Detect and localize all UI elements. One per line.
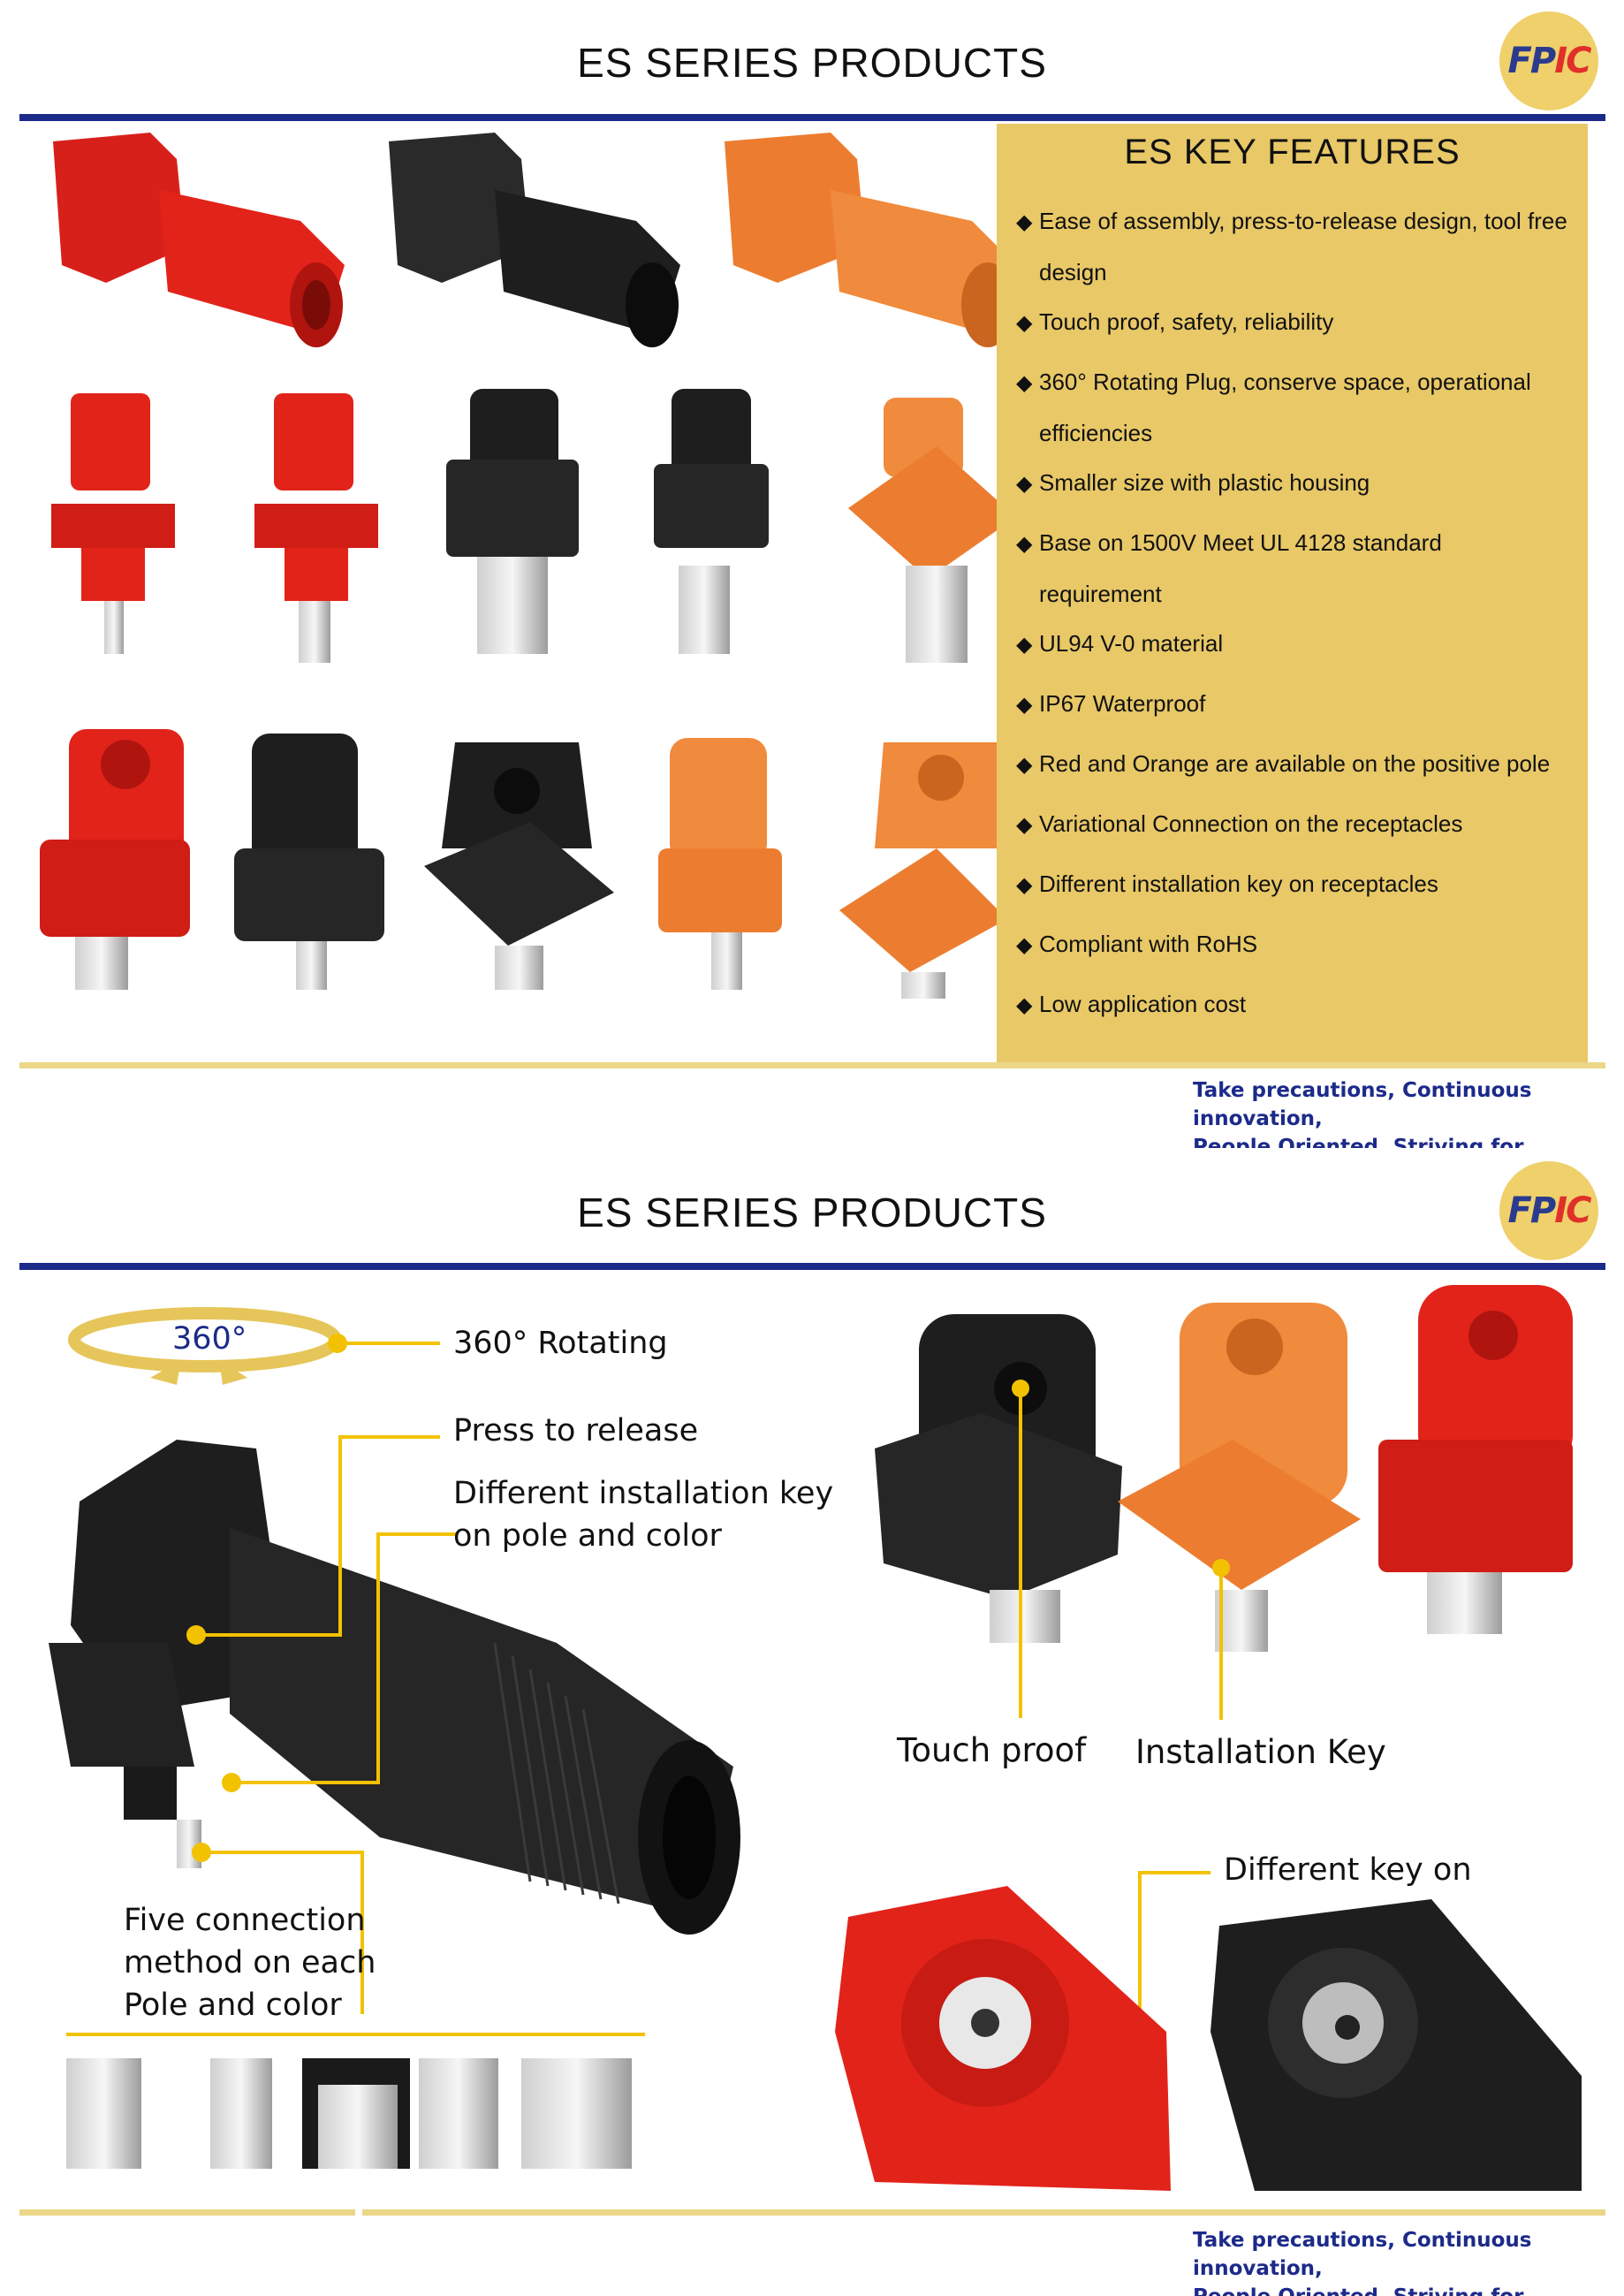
footer-rule <box>19 1062 1605 1068</box>
header-rule <box>19 1263 1605 1270</box>
red-plug-image <box>53 133 345 347</box>
feature-item: ◆Smaller size with plastic housing <box>1016 469 1370 496</box>
feature-item: ◆Touch proof, safety, reliability <box>1016 308 1334 335</box>
logo-text-ic: IC <box>1554 41 1591 81</box>
label-installation-key: Different installation key on pole and c… <box>453 1476 834 1554</box>
header-rule <box>19 114 1605 121</box>
rotate-badge: 360° <box>172 1321 247 1357</box>
feature-item: ◆Different installation key on receptacl… <box>1016 871 1438 897</box>
orange-plug-image <box>725 133 997 347</box>
page-title: ES SERIES PRODUCTS <box>577 1190 1047 1235</box>
feature-item: ◆Ease of assembly, press-to-release desi… <box>1016 208 1567 285</box>
feature-item: ◆Variational Connection on the receptacl… <box>1016 810 1463 837</box>
label-five-connection: Five connection method on each Pole and … <box>124 1903 376 2023</box>
page-title: ES SERIES PRODUCTS <box>577 40 1047 86</box>
orange-receptacle-image <box>658 738 782 990</box>
label-touch-proof: Touch proof <box>897 1731 1087 1769</box>
footer-rule-right <box>362 2209 1605 2216</box>
feature-diagram <box>49 1285 1582 2191</box>
label-different-key: Different key on <box>1224 1852 1472 1888</box>
terminal-options-image <box>66 2058 632 2169</box>
red-straight-plug-lug-image <box>254 393 378 663</box>
feature-item: ◆Compliant with RoHS <box>1016 931 1258 957</box>
product-photo-grid <box>40 133 997 999</box>
black-straight-plug-lug-image <box>654 389 769 654</box>
callout-dots-left <box>186 1334 347 1862</box>
company-slogan: Take precautions, Continuous innovation,… <box>1193 1079 1532 1148</box>
black-straight-plug-image <box>446 389 579 654</box>
label-360-rotating: 360° Rotating <box>453 1326 668 1361</box>
black-receptacle-image <box>875 1314 1122 1643</box>
orange-receptacle-large-image <box>839 742 997 999</box>
feature-item: ◆Low application cost <box>1016 991 1247 1017</box>
red-key-closeup-image <box>835 1886 1171 2191</box>
black-receptacle-large-image <box>424 742 614 990</box>
key-features-title: ES KEY FEATURES <box>1124 133 1461 171</box>
footer-rule-left <box>19 2209 355 2216</box>
feature-item: ◆IP67 Waterproof <box>1016 690 1206 717</box>
key-features-panel: ES KEY FEATURES ◆Ease of assembly, press… <box>997 124 1588 1062</box>
red-receptacle-image <box>1378 1285 1573 1634</box>
feature-item: ◆360° Rotating Plug, conserve space, ope… <box>1016 369 1531 446</box>
orange-receptacle-image <box>1118 1303 1361 1652</box>
orange-straight-plug-image <box>848 398 997 663</box>
black-receptacle-image <box>234 734 384 990</box>
logo-text-fp: FP <box>1507 41 1557 81</box>
red-receptacle-image <box>40 729 190 990</box>
callout-lines-left <box>66 1342 645 2036</box>
red-straight-plug-image <box>51 393 175 654</box>
black-plug-large-image <box>49 1440 740 1935</box>
black-key-closeup-image <box>1210 1899 1582 2191</box>
black-plug-image <box>389 133 680 347</box>
company-slogan: Take precautions, Continuous innovation,… <box>1193 2229 1532 2296</box>
feature-item: ◆Red and Orange are available on the pos… <box>1016 750 1551 777</box>
label-press-to-release: Press to release <box>453 1413 699 1448</box>
feature-item: ◆UL94 V-0 material <box>1016 630 1224 657</box>
label-installation-key-right: Installation Key <box>1135 1733 1386 1771</box>
